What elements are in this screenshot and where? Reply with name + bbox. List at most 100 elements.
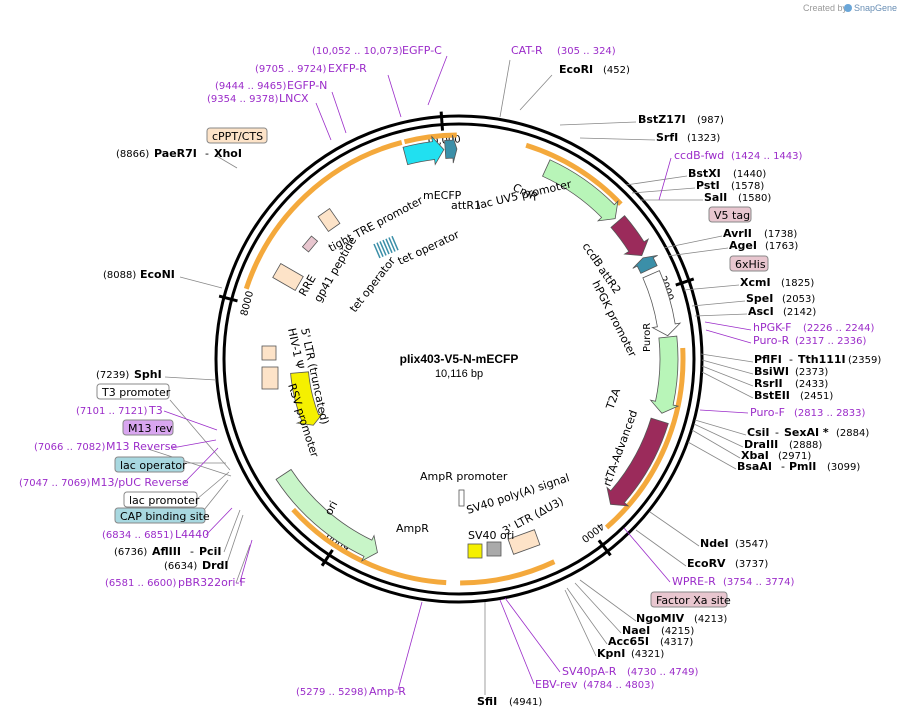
box-capbinding-text: CAP binding site — [120, 510, 210, 523]
site-xbai: XbaI — [741, 449, 769, 462]
leader-line — [701, 359, 754, 375]
feature-arrow — [649, 335, 680, 414]
feature-arrow — [642, 270, 682, 337]
leader-line — [225, 514, 244, 567]
primer-leader-line — [239, 539, 253, 583]
primer-coord-wprer: (3754 .. 3774) — [723, 577, 795, 588]
leader-line — [694, 419, 747, 436]
tet-operator-stripe — [376, 242, 384, 257]
box-6xhis — [729, 255, 769, 272]
feature-arrow — [610, 215, 650, 257]
box-t3promoter-text: T3 promoter — [101, 386, 171, 399]
feature-block — [261, 366, 279, 390]
site-drdi: DrdI — [202, 559, 229, 572]
box-factorxa-text: Factor Xa site — [656, 594, 731, 607]
feature-block — [507, 529, 541, 555]
primer-coord-ccdbfwd: (1424 .. 1443) — [731, 151, 803, 162]
site-coord-psti: (1578) — [731, 181, 764, 192]
box-lacpromoter — [123, 491, 198, 508]
tet-operator-stripe — [379, 241, 387, 256]
box-factorxa — [650, 591, 728, 608]
primer-t3: T3 — [148, 404, 163, 417]
feature-arrow — [290, 371, 325, 426]
site-coord-ndei: (3547) — [735, 539, 768, 550]
site-afliii: AflIII — [152, 545, 181, 558]
site-coord-avrii: (1738) — [764, 229, 797, 240]
tet-operator-stripe — [388, 237, 396, 252]
site-coord-bstz17i: (987) — [697, 115, 724, 126]
site-pflfi: PflFI — [754, 353, 782, 366]
site-asci: AscI — [748, 305, 774, 318]
primer-coord-puror: (2317 .. 2336) — [795, 336, 867, 347]
site-coord-econi: (8088) — [103, 270, 136, 281]
leader-line — [693, 423, 744, 448]
site-econi: EcoNI — [140, 268, 175, 281]
site-sfii: SfiI — [477, 695, 497, 708]
feature-block — [272, 263, 304, 291]
label-ampr: AmpR — [396, 522, 429, 535]
site-coord-paer7i: (8866) — [116, 149, 149, 160]
site-sphi: SphI — [134, 368, 162, 381]
site-sep-pcii: - — [190, 545, 194, 558]
primer-coord-pbr322: (6581 .. 6600) — [105, 578, 177, 589]
site-xhoi: XhoI — [214, 147, 242, 160]
box-m13rev-text: M13 rev — [128, 422, 173, 435]
site-coord-drdi: (6634) — [164, 561, 197, 572]
snapgene-brand: SnapGene — [854, 3, 897, 13]
primer-pbr322: pBR322ori-F — [178, 576, 246, 589]
primer-coord-m13puc: (7047 .. 7069) — [19, 478, 91, 489]
leader-line — [164, 376, 217, 381]
leader-line — [519, 74, 553, 111]
leader-line — [683, 284, 740, 291]
primer-coord-egfpc: (10,052 .. 10,073) — [312, 46, 403, 57]
primer-l4440: L4440 — [175, 528, 209, 541]
site-sexai: SexAI * — [784, 426, 829, 439]
feature-span-arc — [243, 140, 403, 290]
site-ndei: NdeI — [700, 537, 729, 550]
leader-line — [579, 579, 637, 622]
ruler-tick — [218, 294, 238, 303]
site-naei: NaeI — [622, 624, 650, 637]
primer-leader-line — [205, 507, 233, 536]
ruler-label: 8000 — [239, 290, 256, 317]
primer-leader-line — [171, 439, 217, 449]
label-sv40ori: SV40 ori — [468, 529, 514, 542]
leader-line — [214, 154, 238, 169]
feature-span-arc — [525, 142, 623, 206]
site-coord-ngomiv: (4213) — [694, 614, 727, 625]
leader-line — [701, 371, 754, 399]
primer-puror: Puro-R — [753, 334, 790, 347]
primer-leader-line — [183, 447, 219, 484]
feature-block — [317, 208, 341, 232]
leader-line — [701, 365, 754, 387]
primer-leader-line — [623, 527, 671, 583]
leader-line — [235, 544, 251, 584]
backbone-outer — [214, 114, 704, 604]
box-6xhis-text: 6xHis — [735, 258, 766, 271]
label-t2a: T2A — [603, 386, 623, 412]
site-kpni: KpnI — [597, 647, 625, 660]
feature-span-arc — [604, 347, 686, 530]
feature-arrow — [541, 159, 619, 222]
primer-sv40par: SV40pA-R — [562, 665, 617, 678]
box-lacoperator-text: lac operator — [120, 459, 187, 472]
primer-coord-l4440: (6834 .. 6851) — [102, 530, 174, 541]
feature-arrow — [632, 255, 658, 274]
leader-line — [667, 247, 729, 257]
primer-coord-egfpn: (9444 .. 9465) — [215, 81, 287, 92]
leader-line — [196, 471, 230, 500]
leader-line — [559, 121, 637, 126]
backbone-inner — [222, 122, 696, 596]
site-draiii: DraIII — [744, 438, 778, 451]
tet-operator-stripe — [373, 243, 381, 259]
site-rsrii: RsrII — [754, 377, 783, 390]
label-attr1: attR1 — [451, 199, 481, 212]
plasmid-size: 10,116 bp — [435, 368, 483, 380]
site-coord-bstxi: (1440) — [733, 169, 766, 180]
primer-coord-sv40par: (4730 .. 4749) — [627, 667, 699, 678]
site-coord-naei: (4215) — [661, 626, 694, 637]
site-coord-csii: (2884) — [836, 428, 869, 439]
tet-operator-stripe — [385, 238, 393, 254]
leader-line — [694, 313, 748, 317]
